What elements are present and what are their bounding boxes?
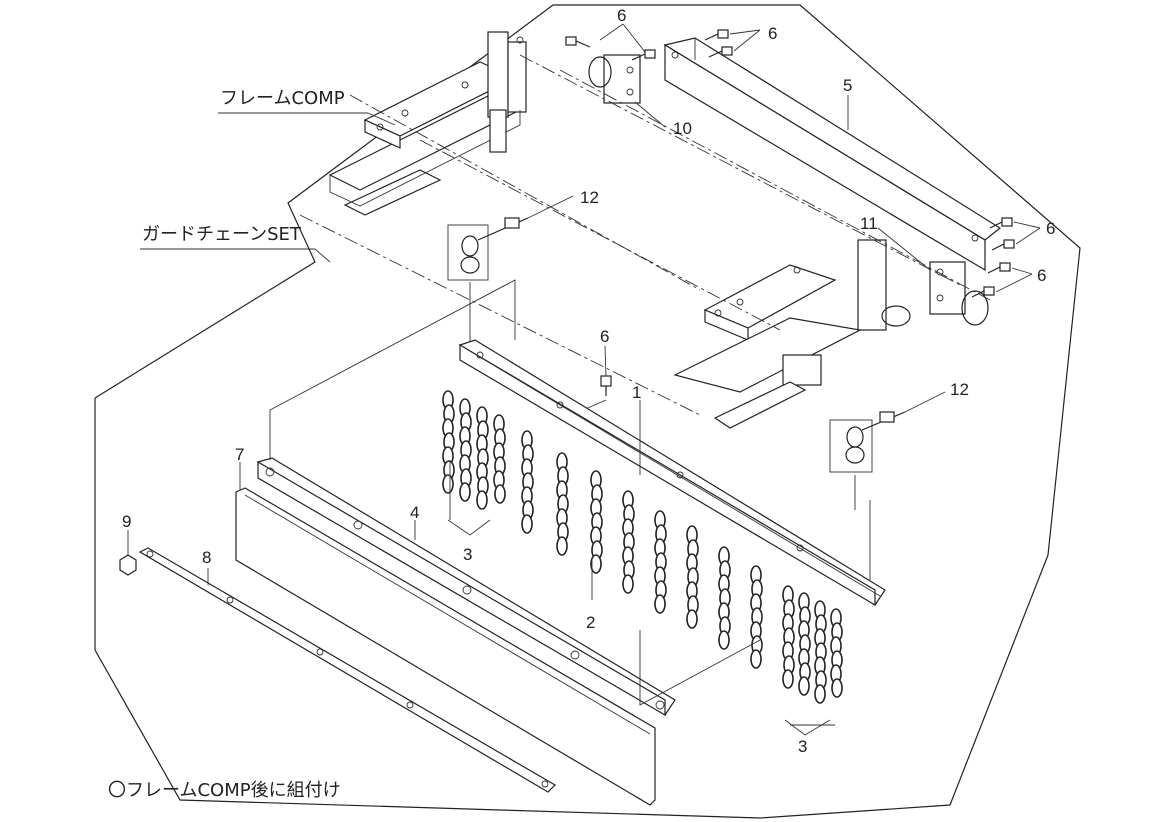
bolts-part-6	[565, 29, 1015, 396]
chain-3-right-3	[814, 600, 827, 704]
part-number-8: 8	[202, 548, 211, 567]
part-10-bracket	[588, 54, 641, 104]
chain-2-7	[718, 546, 731, 650]
part-number-6-top-left: 6	[617, 6, 626, 25]
part-9-nut	[119, 554, 137, 576]
part-number-10: 10	[673, 119, 692, 138]
part-number-7: 7	[235, 445, 244, 464]
part-number-5: 5	[843, 76, 852, 95]
chain-3-left-3	[476, 406, 489, 510]
part-number-6-right-upper: 6	[1046, 219, 1055, 238]
bolt-6-a	[565, 36, 591, 48]
part-5-bar	[663, 37, 1002, 272]
guard-chain-set-label: ガードチェーンSET	[142, 224, 302, 245]
chain-frames	[269, 279, 871, 726]
frame-comp-right	[673, 239, 911, 429]
part-number-2: 2	[586, 613, 595, 632]
chain-link	[590, 554, 602, 574]
chain-3-left-1	[442, 390, 455, 494]
part-12-shackle-upper	[447, 217, 529, 281]
bolt-6-h	[971, 286, 995, 298]
chain-link	[494, 484, 506, 504]
frame-comp-left	[328, 31, 527, 216]
chain-link	[556, 536, 568, 556]
part-7-plate	[235, 487, 656, 806]
part-number-4: 4	[410, 503, 419, 522]
chain-link	[476, 490, 488, 510]
part-12-shackle-lower	[829, 411, 906, 473]
part-number-3-left: 3	[463, 545, 472, 564]
bolt-6-d	[708, 46, 733, 58]
part-number-9: 9	[122, 512, 131, 531]
chain-3-right-2	[798, 592, 811, 696]
chain-2-8	[750, 565, 763, 669]
chain-link	[521, 514, 533, 534]
part-number-6-middle: 6	[600, 327, 609, 346]
chain-3-left-2	[459, 398, 472, 502]
assembly-note: 〇フレームCOMP後に組付け	[108, 780, 341, 801]
part-number-12-upper: 12	[580, 188, 599, 207]
assembly-boundary	[94, 4, 1081, 819]
chain-3-right-1	[782, 585, 795, 689]
chain-2-3	[590, 470, 603, 574]
chain-link	[622, 574, 634, 594]
chain-link	[814, 684, 826, 704]
part-number-1: 1	[632, 383, 641, 402]
chain-link	[654, 594, 666, 614]
frame-comp-label: フレームCOMP	[220, 88, 345, 109]
part-number-3-right: 3	[798, 737, 807, 756]
bolt-6-g	[987, 262, 1011, 274]
chain-link	[750, 649, 762, 669]
chain-link	[782, 669, 794, 689]
chain-link	[686, 609, 698, 629]
chain-link	[798, 676, 810, 696]
chain-link	[459, 482, 471, 502]
chain-2-6	[686, 525, 699, 629]
bolt-6-c	[704, 29, 729, 41]
part-number-12-lower: 12	[950, 380, 969, 399]
bolt-6-e	[989, 217, 1013, 229]
chain-2-4	[622, 490, 635, 594]
leader-lines	[127, 23, 1041, 736]
bolt-6-f	[991, 239, 1015, 251]
chain-link	[831, 678, 843, 698]
chains	[442, 390, 843, 704]
chain-3-left-4	[493, 414, 506, 504]
bolt-6-i	[600, 375, 612, 396]
part-4-rail	[256, 457, 676, 717]
bolt-6-b	[631, 49, 656, 61]
chain-link	[718, 630, 730, 650]
part-8-flat-bar	[138, 547, 556, 793]
chain-2-5	[654, 510, 667, 614]
part-1-rail	[458, 339, 886, 607]
chain-2-2	[556, 452, 569, 556]
chain-2-1	[521, 430, 534, 534]
part-number-6-top-right: 6	[768, 24, 777, 43]
chain-link	[442, 474, 454, 494]
chain-3-right-4	[830, 608, 843, 698]
part-number-6-right-lower: 6	[1037, 266, 1046, 285]
part-number-11: 11	[860, 214, 878, 233]
